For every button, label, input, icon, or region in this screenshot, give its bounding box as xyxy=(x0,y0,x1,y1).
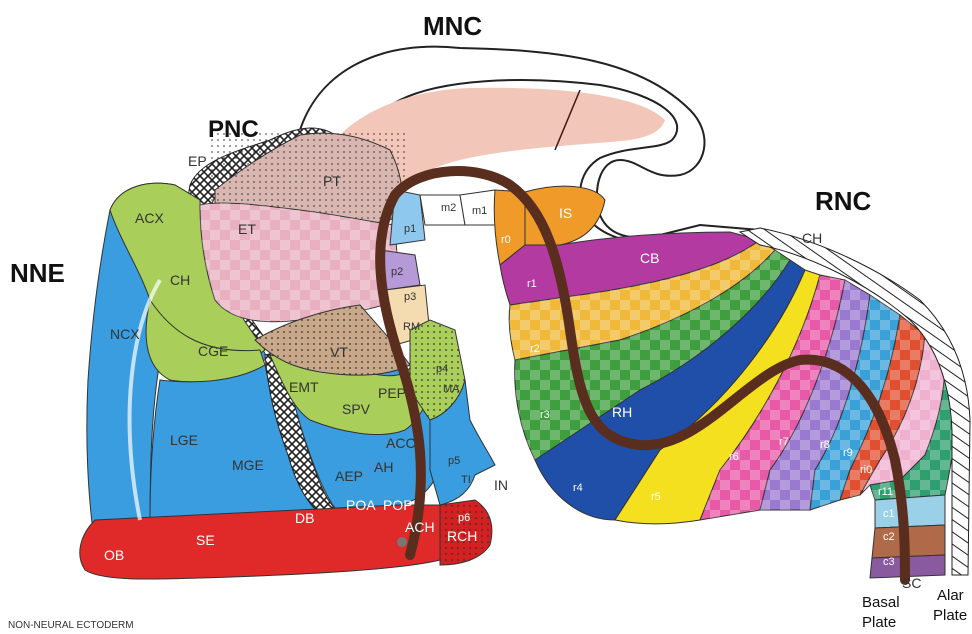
label-spv: SPV xyxy=(342,401,371,417)
label-et: ET xyxy=(238,221,256,237)
label-c1: c1 xyxy=(883,508,895,520)
label-r10: ri0 xyxy=(860,464,872,476)
nne-title: NNE xyxy=(10,258,65,288)
label-ch-right: CH xyxy=(802,230,822,246)
label-r7: r7 xyxy=(779,436,789,448)
label-ti: TI xyxy=(461,474,471,486)
label-p6: p6 xyxy=(458,512,470,524)
label-p3: p3 xyxy=(404,291,416,303)
label-ncx: NCX xyxy=(110,326,140,342)
mnc-title: MNC xyxy=(423,11,482,41)
label-r0: r0 xyxy=(501,234,511,246)
footer-caption: NON-NEURAL ECTODERM xyxy=(8,620,134,631)
label-lge: LGE xyxy=(170,432,198,448)
label-r6: r6 xyxy=(729,451,739,463)
label-db: DB xyxy=(295,510,314,526)
label-r5: r5 xyxy=(651,491,661,503)
label-in: IN xyxy=(494,477,508,493)
label-r9: r9 xyxy=(843,447,853,459)
label-r4: r4 xyxy=(573,482,583,494)
label-r8: r8 xyxy=(820,439,830,451)
label-cb: CB xyxy=(640,250,659,266)
label-vt: VT xyxy=(330,344,348,360)
label-acc: ACC xyxy=(386,435,416,451)
label-is: IS xyxy=(559,205,572,221)
label-p1: p1 xyxy=(404,223,416,235)
label-ep: EP xyxy=(188,153,207,169)
label-poa: POA xyxy=(346,497,376,513)
label-pep: PEP xyxy=(378,385,406,401)
label-ah: AH xyxy=(374,459,393,475)
marker-dot xyxy=(397,537,407,547)
label-ob: OB xyxy=(104,547,124,563)
rnc-title: RNC xyxy=(815,186,872,216)
pnc-title: PNC xyxy=(208,116,259,143)
alar-plate-line1: Alar xyxy=(937,587,964,604)
label-mge: MGE xyxy=(232,457,264,473)
alar-plate-line2: Plate xyxy=(933,607,967,624)
label-aep: AEP xyxy=(335,468,363,484)
label-p4: p4 xyxy=(436,363,448,375)
label-r3: r3 xyxy=(540,409,550,421)
label-pt: PT xyxy=(323,173,341,189)
label-acx: ACX xyxy=(135,210,164,226)
label-ch-left: CH xyxy=(170,272,190,288)
label-r1: r1 xyxy=(527,278,537,290)
label-rm: RM xyxy=(403,321,420,333)
label-r2: r2 xyxy=(530,343,540,355)
label-ach: ACH xyxy=(405,519,435,535)
label-c2: c2 xyxy=(883,531,895,543)
label-se: SE xyxy=(196,532,215,548)
label-sc: SC xyxy=(902,575,921,591)
label-r11: r11 xyxy=(878,486,893,498)
label-cge: CGE xyxy=(198,343,228,359)
label-p5: p5 xyxy=(448,455,460,467)
label-ma: MA xyxy=(443,383,460,395)
label-m1: m1 xyxy=(472,205,487,217)
basal-plate-line1: Basal xyxy=(862,594,900,611)
basal-plate-line2: Plate xyxy=(862,614,896,631)
label-m2: m2 xyxy=(441,202,456,214)
label-pop: POP xyxy=(383,497,413,513)
label-p2: p2 xyxy=(391,266,403,278)
label-rch: RCH xyxy=(447,528,477,544)
label-c3: c3 xyxy=(883,556,895,568)
label-rh: RH xyxy=(612,404,632,420)
label-emt: EMT xyxy=(289,379,319,395)
